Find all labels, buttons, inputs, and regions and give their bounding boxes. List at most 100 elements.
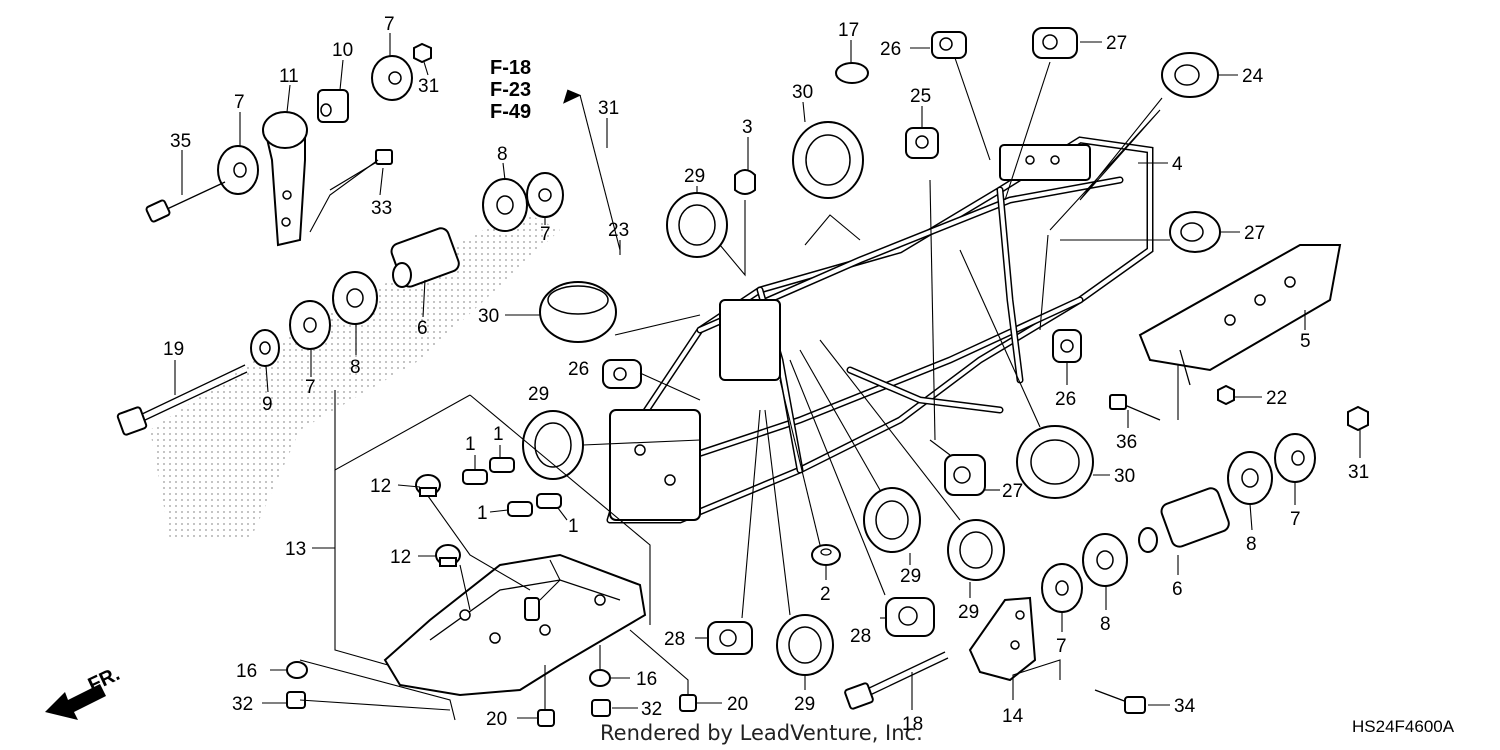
bolt-34	[1094, 689, 1146, 714]
callout-c18[interactable]: 18	[902, 714, 923, 735]
callout-c1b[interactable]: 1	[493, 424, 504, 445]
callout-c27c[interactable]: 27	[1002, 481, 1023, 502]
callout-c14[interactable]: 14	[1002, 706, 1024, 727]
callout-c27a[interactable]: 27	[1106, 33, 1127, 54]
cap-12-upper	[415, 474, 441, 497]
callout-c26b[interactable]: 26	[1055, 389, 1076, 410]
callout-c31a[interactable]: 31	[418, 76, 439, 97]
pad-1b	[489, 457, 515, 473]
callout-c35[interactable]: 35	[170, 131, 191, 152]
callout-c32a[interactable]: 32	[232, 694, 253, 715]
cross-ref-1[interactable]: F-18	[490, 57, 531, 79]
clamp-29-center	[863, 487, 921, 553]
callout-c5[interactable]: 5	[1300, 331, 1311, 352]
callout-c26c[interactable]: 26	[568, 359, 589, 380]
callout-c29c[interactable]: 29	[794, 694, 815, 715]
callout-c26a[interactable]: 26	[880, 39, 901, 60]
rubber-mount-7-lower	[289, 300, 331, 350]
callout-c12b[interactable]: 12	[390, 547, 411, 568]
callout-c16b[interactable]: 16	[636, 669, 657, 690]
callout-c27b[interactable]: 27	[1244, 223, 1265, 244]
callout-c20b[interactable]: 20	[727, 694, 748, 715]
cross-ref-2[interactable]: F-23	[490, 79, 531, 101]
cross-ref-3[interactable]: F-49	[490, 101, 531, 123]
callout-c3[interactable]: 3	[742, 117, 753, 138]
clamp-29-upper	[666, 192, 728, 258]
callout-c25[interactable]: 25	[910, 86, 931, 107]
engine-mount-bracket-14	[968, 596, 1037, 682]
callout-c28b[interactable]: 28	[850, 626, 871, 647]
collar-6-left	[390, 227, 460, 288]
rubber-mount-7	[217, 145, 259, 195]
callout-c10[interactable]: 10	[332, 40, 353, 61]
callout-c30c[interactable]: 30	[1114, 466, 1135, 487]
clamp-29-center-right	[947, 519, 1005, 581]
callout-c7c[interactable]: 7	[540, 224, 551, 245]
nut-31-right	[1347, 405, 1369, 432]
clamp-30-left	[539, 281, 617, 343]
callout-c32b[interactable]: 32	[641, 699, 662, 720]
callout-c4[interactable]: 4	[1172, 154, 1183, 175]
rubber-mount-8-upper	[482, 178, 528, 232]
callout-c12a[interactable]: 12	[370, 476, 391, 497]
callout-c6a[interactable]: 6	[417, 318, 428, 339]
rubber-mount-7-right	[1274, 433, 1316, 483]
callout-c1c[interactable]: 1	[477, 503, 488, 524]
callout-c24[interactable]: 24	[1242, 66, 1264, 87]
callout-c30a[interactable]: 30	[478, 306, 499, 327]
callout-c28a[interactable]: 28	[664, 629, 685, 650]
clip-28-right	[885, 597, 935, 637]
callout-c9[interactable]: 9	[262, 394, 273, 415]
washer-16-left	[286, 661, 308, 679]
callout-c29d[interactable]: 29	[900, 566, 921, 587]
callout-c30b[interactable]: 30	[792, 82, 813, 103]
callout-c31b[interactable]: 31	[598, 98, 619, 119]
callout-c7f[interactable]: 7	[1056, 636, 1067, 657]
callout-c6b[interactable]: 6	[1172, 579, 1183, 600]
callout-c33[interactable]: 33	[371, 198, 392, 219]
callout-c7d[interactable]: 7	[305, 377, 316, 398]
cap-12-lower	[435, 544, 461, 567]
callout-c8d[interactable]: 8	[1100, 614, 1111, 635]
nut-22	[1217, 384, 1235, 406]
callout-c7a[interactable]: 7	[384, 14, 395, 35]
diagram-code: HS24F4600A	[1352, 717, 1455, 736]
rubber-mount-7-upper	[526, 172, 564, 218]
callout-c23[interactable]: 23	[608, 220, 629, 241]
callout-c1d[interactable]: 1	[568, 516, 579, 537]
collar-6-right	[1138, 487, 1230, 553]
rubber-mount-7-right-lower	[1041, 563, 1083, 613]
callout-c36[interactable]: 36	[1116, 432, 1137, 453]
callout-c17[interactable]: 17	[838, 20, 859, 41]
callout-c34[interactable]: 34	[1174, 696, 1196, 717]
callout-c7b[interactable]: 7	[234, 92, 245, 113]
callout-c1a[interactable]: 1	[465, 434, 476, 455]
callout-c22[interactable]: 22	[1266, 388, 1287, 409]
callout-c29b[interactable]: 29	[528, 384, 549, 405]
collar-10	[317, 89, 349, 123]
callout-c8b[interactable]: 8	[350, 357, 361, 378]
callout-c29e[interactable]: 29	[958, 602, 979, 623]
callout-c16a[interactable]: 16	[236, 661, 257, 682]
clamp-30-right	[1016, 425, 1094, 499]
clip-26-right	[1052, 329, 1082, 363]
callout-c8a[interactable]: 8	[497, 144, 508, 165]
frame-assembly	[606, 136, 1154, 524]
washer-16-right	[589, 669, 611, 687]
callout-c29a[interactable]: 29	[684, 166, 705, 187]
sub-frame-part-5	[1138, 244, 1342, 386]
grommet-2	[811, 544, 841, 566]
dotted-shading	[150, 210, 560, 540]
callout-c11[interactable]: 11	[279, 66, 299, 87]
callout-c13[interactable]: 13	[285, 539, 306, 560]
callout-c20a[interactable]: 20	[486, 709, 507, 730]
callout-c31c[interactable]: 31	[1348, 462, 1369, 483]
callout-c2[interactable]: 2	[820, 584, 831, 605]
watermark: Rendered by LeadVenture, Inc.	[600, 721, 923, 745]
callout-c19[interactable]: 19	[163, 339, 184, 360]
clip-26-top	[931, 31, 967, 59]
bolt-35	[145, 181, 226, 223]
callout-c8c[interactable]: 8	[1246, 534, 1257, 555]
callout-c7e[interactable]: 7	[1290, 509, 1301, 530]
